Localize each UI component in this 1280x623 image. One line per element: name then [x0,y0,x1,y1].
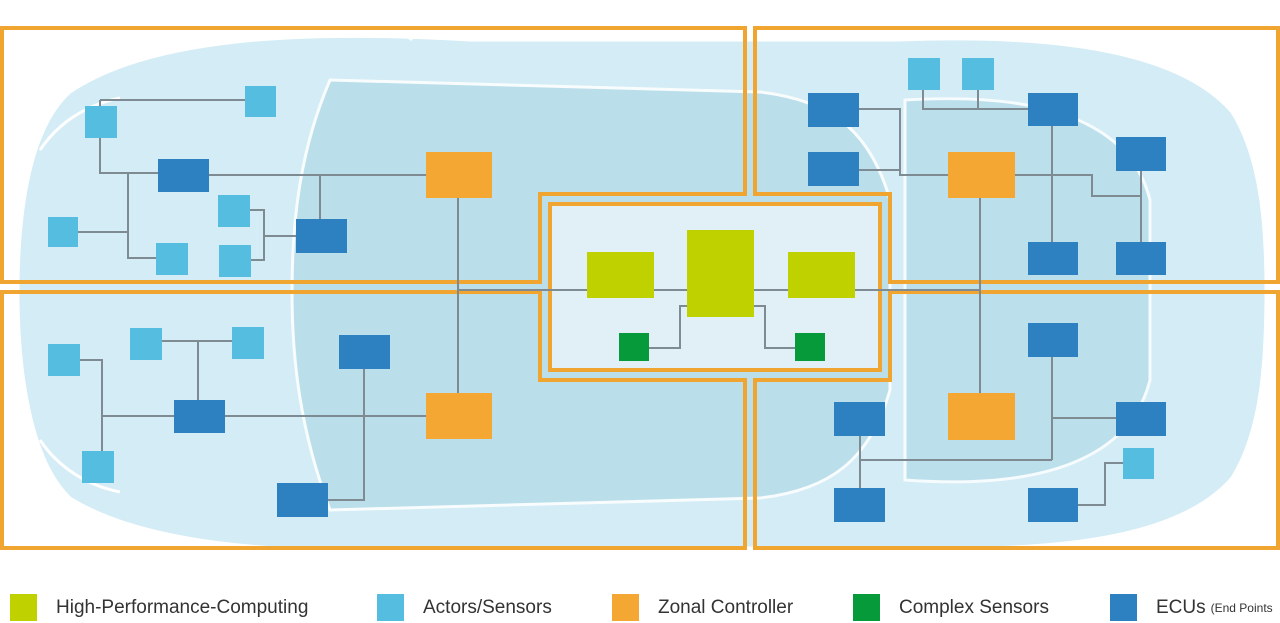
legend-label: Zonal Controller [658,596,794,618]
ecu-node [174,400,225,433]
component-nodes [48,58,1166,522]
wire [634,305,688,349]
ecu-node [808,152,859,186]
wire [754,305,810,349]
ecu-node [1028,242,1078,275]
actor-sensor-node [1123,448,1154,479]
legend-item-complex-sensor: Complex Sensors [853,594,1049,621]
mirror-right [408,547,447,578]
actor-sensor-node [962,58,994,90]
zonal-controller-swatch [612,594,639,621]
wire [1052,462,1138,506]
hpc-node [788,252,855,298]
actor-sensor-node [85,106,117,138]
zonal-controller-node [426,152,492,198]
actor-sensor-node [219,245,251,277]
ecu-node [834,488,885,522]
ecu-node [1028,323,1078,357]
wiring-network [64,73,1142,506]
legend-item-actor-sensor: Actors/Sensors [377,594,552,621]
wire [1015,174,1141,197]
zonal-controller-node [948,152,1015,198]
legend-label: Actors/Sensors [423,596,552,618]
legend-item-ecu: ECUs (End Points [1110,594,1273,621]
front-right-zone [753,26,1280,284]
legend-label: ECUs [1156,596,1206,618]
wire [64,359,200,417]
ecu-node [1116,402,1166,436]
headlight-right [38,439,121,494]
ecu-swatch [1110,594,1137,621]
actor-sensor-swatch [377,594,404,621]
front-left-zone [0,26,747,284]
rear-left-zone [0,290,747,550]
complex-sensor-node [795,333,825,361]
ecu-node [834,402,885,436]
rear-right-zone [753,290,1280,550]
hpc-node [587,252,654,298]
actor-sensor-node [908,58,940,90]
actor-sensor-node [232,327,264,359]
ecu-node [339,335,390,369]
complex-sensor-swatch [853,594,880,621]
actor-sensor-node [218,195,250,227]
legend-item-zonal-controller: Zonal Controller [612,594,793,621]
hpc-node [687,230,754,317]
ecu-node [158,159,209,192]
ecu-node [1116,137,1166,171]
wire [326,352,365,501]
hpc-swatch [10,594,37,621]
legend-label: High-Performance-Computing [56,596,309,618]
actor-sensor-node [82,451,114,483]
ecu-node [1116,242,1166,275]
vehicle-architecture-diagram [0,3,1280,578]
ecu-node [1028,93,1078,126]
actor-sensor-node [245,86,276,117]
actor-sensor-node [130,328,162,360]
ecu-node [277,483,328,517]
actor-sensor-node [48,217,78,247]
actor-sensor-node [48,344,80,376]
mirror-left [408,3,454,41]
complex-sensor-node [619,333,649,361]
actor-sensor-node [156,243,188,275]
legend-sublabel: (End Points [1210,600,1273,615]
zonal-controller-node [948,393,1015,440]
legend-label: Complex Sensors [899,596,1049,618]
legend-item-hpc: High-Performance-Computing [10,594,308,621]
ecu-node [296,219,347,253]
ecu-node [808,93,859,127]
ecu-node [1028,488,1078,522]
wire [834,108,980,176]
wire [99,138,183,174]
zonal-controller-node [426,393,492,439]
legend: High-Performance-Computing Actors/Sensor… [0,578,1280,623]
